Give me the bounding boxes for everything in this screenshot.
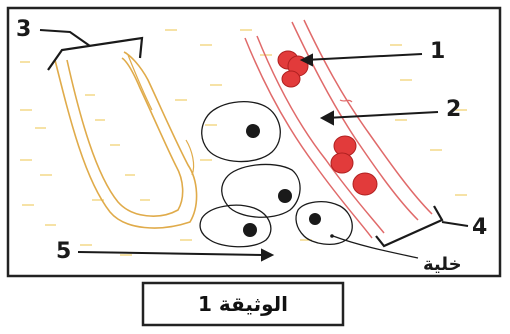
arrow-5 bbox=[78, 250, 272, 260]
label-5: 5 bbox=[56, 239, 71, 264]
follicle-structure bbox=[55, 52, 197, 228]
cell-pointer-line bbox=[333, 236, 418, 258]
label-3: 3 bbox=[16, 17, 31, 42]
arrow-1 bbox=[302, 54, 422, 65]
diagram-frame bbox=[8, 8, 500, 276]
bracket-4 bbox=[376, 206, 468, 246]
cells bbox=[200, 102, 352, 247]
label-cell: خلية bbox=[423, 254, 462, 275]
label-1: 1 bbox=[430, 39, 445, 64]
background-texture bbox=[20, 30, 467, 255]
label-2: 2 bbox=[446, 97, 461, 122]
follicle-inner-dashes bbox=[85, 95, 150, 200]
label-4: 4 bbox=[472, 215, 487, 240]
document-caption: الوثيقة 1 bbox=[198, 292, 288, 316]
cell-nuclei bbox=[243, 124, 321, 237]
